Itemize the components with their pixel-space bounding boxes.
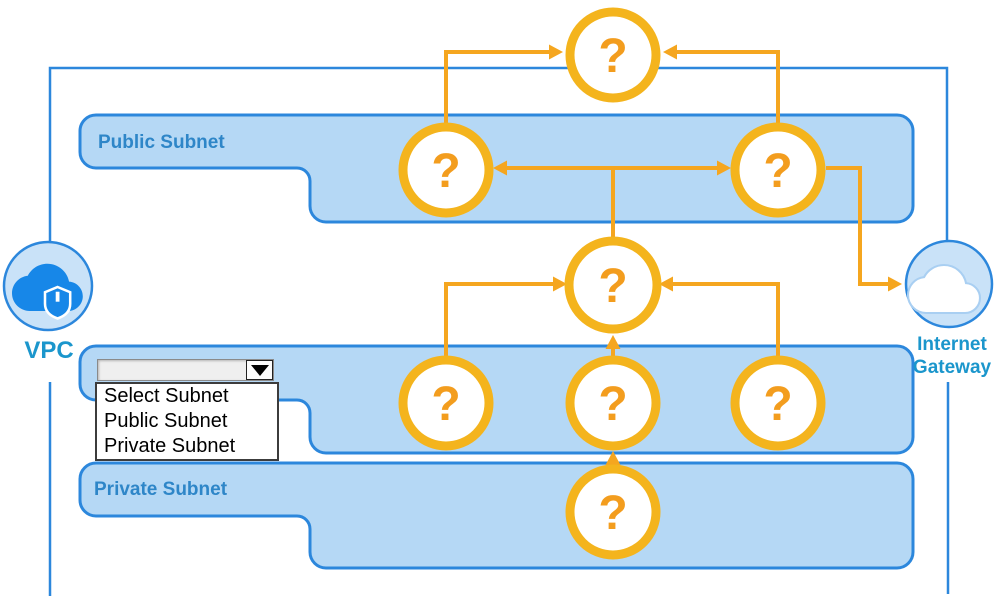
dropdown-option[interactable]: Public Subnet — [104, 410, 228, 432]
question-mark: ? — [598, 260, 627, 313]
arrowhead-icon — [663, 44, 677, 60]
unknown-node-middle: ? — [564, 236, 662, 334]
arrowhead-icon — [553, 276, 567, 292]
question-mark: ? — [598, 487, 627, 540]
arrowhead-icon — [605, 335, 621, 349]
subnet-bands — [78, 113, 915, 570]
unknown-node-top: ? — [565, 7, 661, 103]
shield-icon — [43, 285, 72, 320]
vpc-boundary-lines — [48, 66, 950, 596]
dropdown-arrow-button[interactable] — [246, 360, 273, 380]
node-ring — [565, 355, 661, 451]
public-subnet-label: Public Subnet — [98, 132, 225, 153]
connector-left-row-to-middle — [444, 282, 553, 357]
arrowhead-icon — [888, 276, 902, 292]
arrowhead-icon — [659, 276, 673, 292]
unknown-node-private: ? — [565, 464, 661, 560]
subnet-select-box[interactable] — [97, 359, 274, 381]
internet-gateway-icon — [904, 239, 994, 329]
private-subnet-label: Private Subnet — [94, 479, 228, 500]
internet-gateway-label-line1: Internet — [917, 334, 987, 355]
selectable-subnet-band — [78, 344, 915, 455]
subnet-options-list: Select Subnet Public Subnet Private Subn… — [95, 382, 279, 461]
node-ring — [565, 464, 661, 560]
connector-right-row-to-middle — [673, 282, 780, 357]
unknown-node-row-left: ? — [398, 355, 494, 451]
unknown-nodes: ? ? ? ? ? ? ? — [398, 7, 826, 560]
unknown-node-public-right: ? — [730, 122, 826, 218]
node-ring — [730, 355, 826, 451]
connector-arrowheads — [493, 44, 902, 465]
arrowhead-icon — [605, 451, 621, 465]
arrowhead-icon — [549, 44, 563, 60]
node-ring — [564, 236, 662, 334]
question-mark: ? — [431, 378, 460, 431]
node-ring — [398, 122, 494, 218]
arrowhead-icon — [717, 160, 731, 176]
vpc-icon — [2, 240, 94, 332]
node-ring — [730, 122, 826, 218]
arrowhead-icon — [493, 160, 507, 176]
internet-gateway-label-line2: Gateway — [912, 357, 992, 378]
question-mark: ? — [598, 30, 627, 83]
question-mark: ? — [763, 145, 792, 198]
connector-public-to-internet-gateway — [826, 166, 888, 286]
internet-gateway-label: Internet Gateway — [906, 333, 998, 379]
vpc-boundary-top — [48, 66, 949, 242]
unknown-node-row-center: ? — [565, 355, 661, 451]
connector-left-public-to-top — [444, 50, 549, 126]
dropdown-option[interactable]: Private Subnet — [104, 435, 236, 457]
node-ring — [398, 355, 494, 451]
vpc-label: VPC — [24, 337, 74, 364]
unknown-node-row-right: ? — [730, 355, 826, 451]
caret-down-icon — [250, 364, 269, 376]
question-mark: ? — [598, 378, 627, 431]
unknown-node-public-left: ? — [398, 122, 494, 218]
connector-right-public-to-top — [677, 50, 780, 126]
dropdown-option[interactable]: Select Subnet — [104, 385, 229, 407]
cloud-icon — [906, 263, 982, 315]
question-mark: ? — [763, 378, 792, 431]
node-ring — [565, 7, 661, 103]
private-subnet-band — [78, 461, 915, 570]
traffic-flow-connectors — [444, 50, 888, 469]
question-mark: ? — [431, 145, 460, 198]
